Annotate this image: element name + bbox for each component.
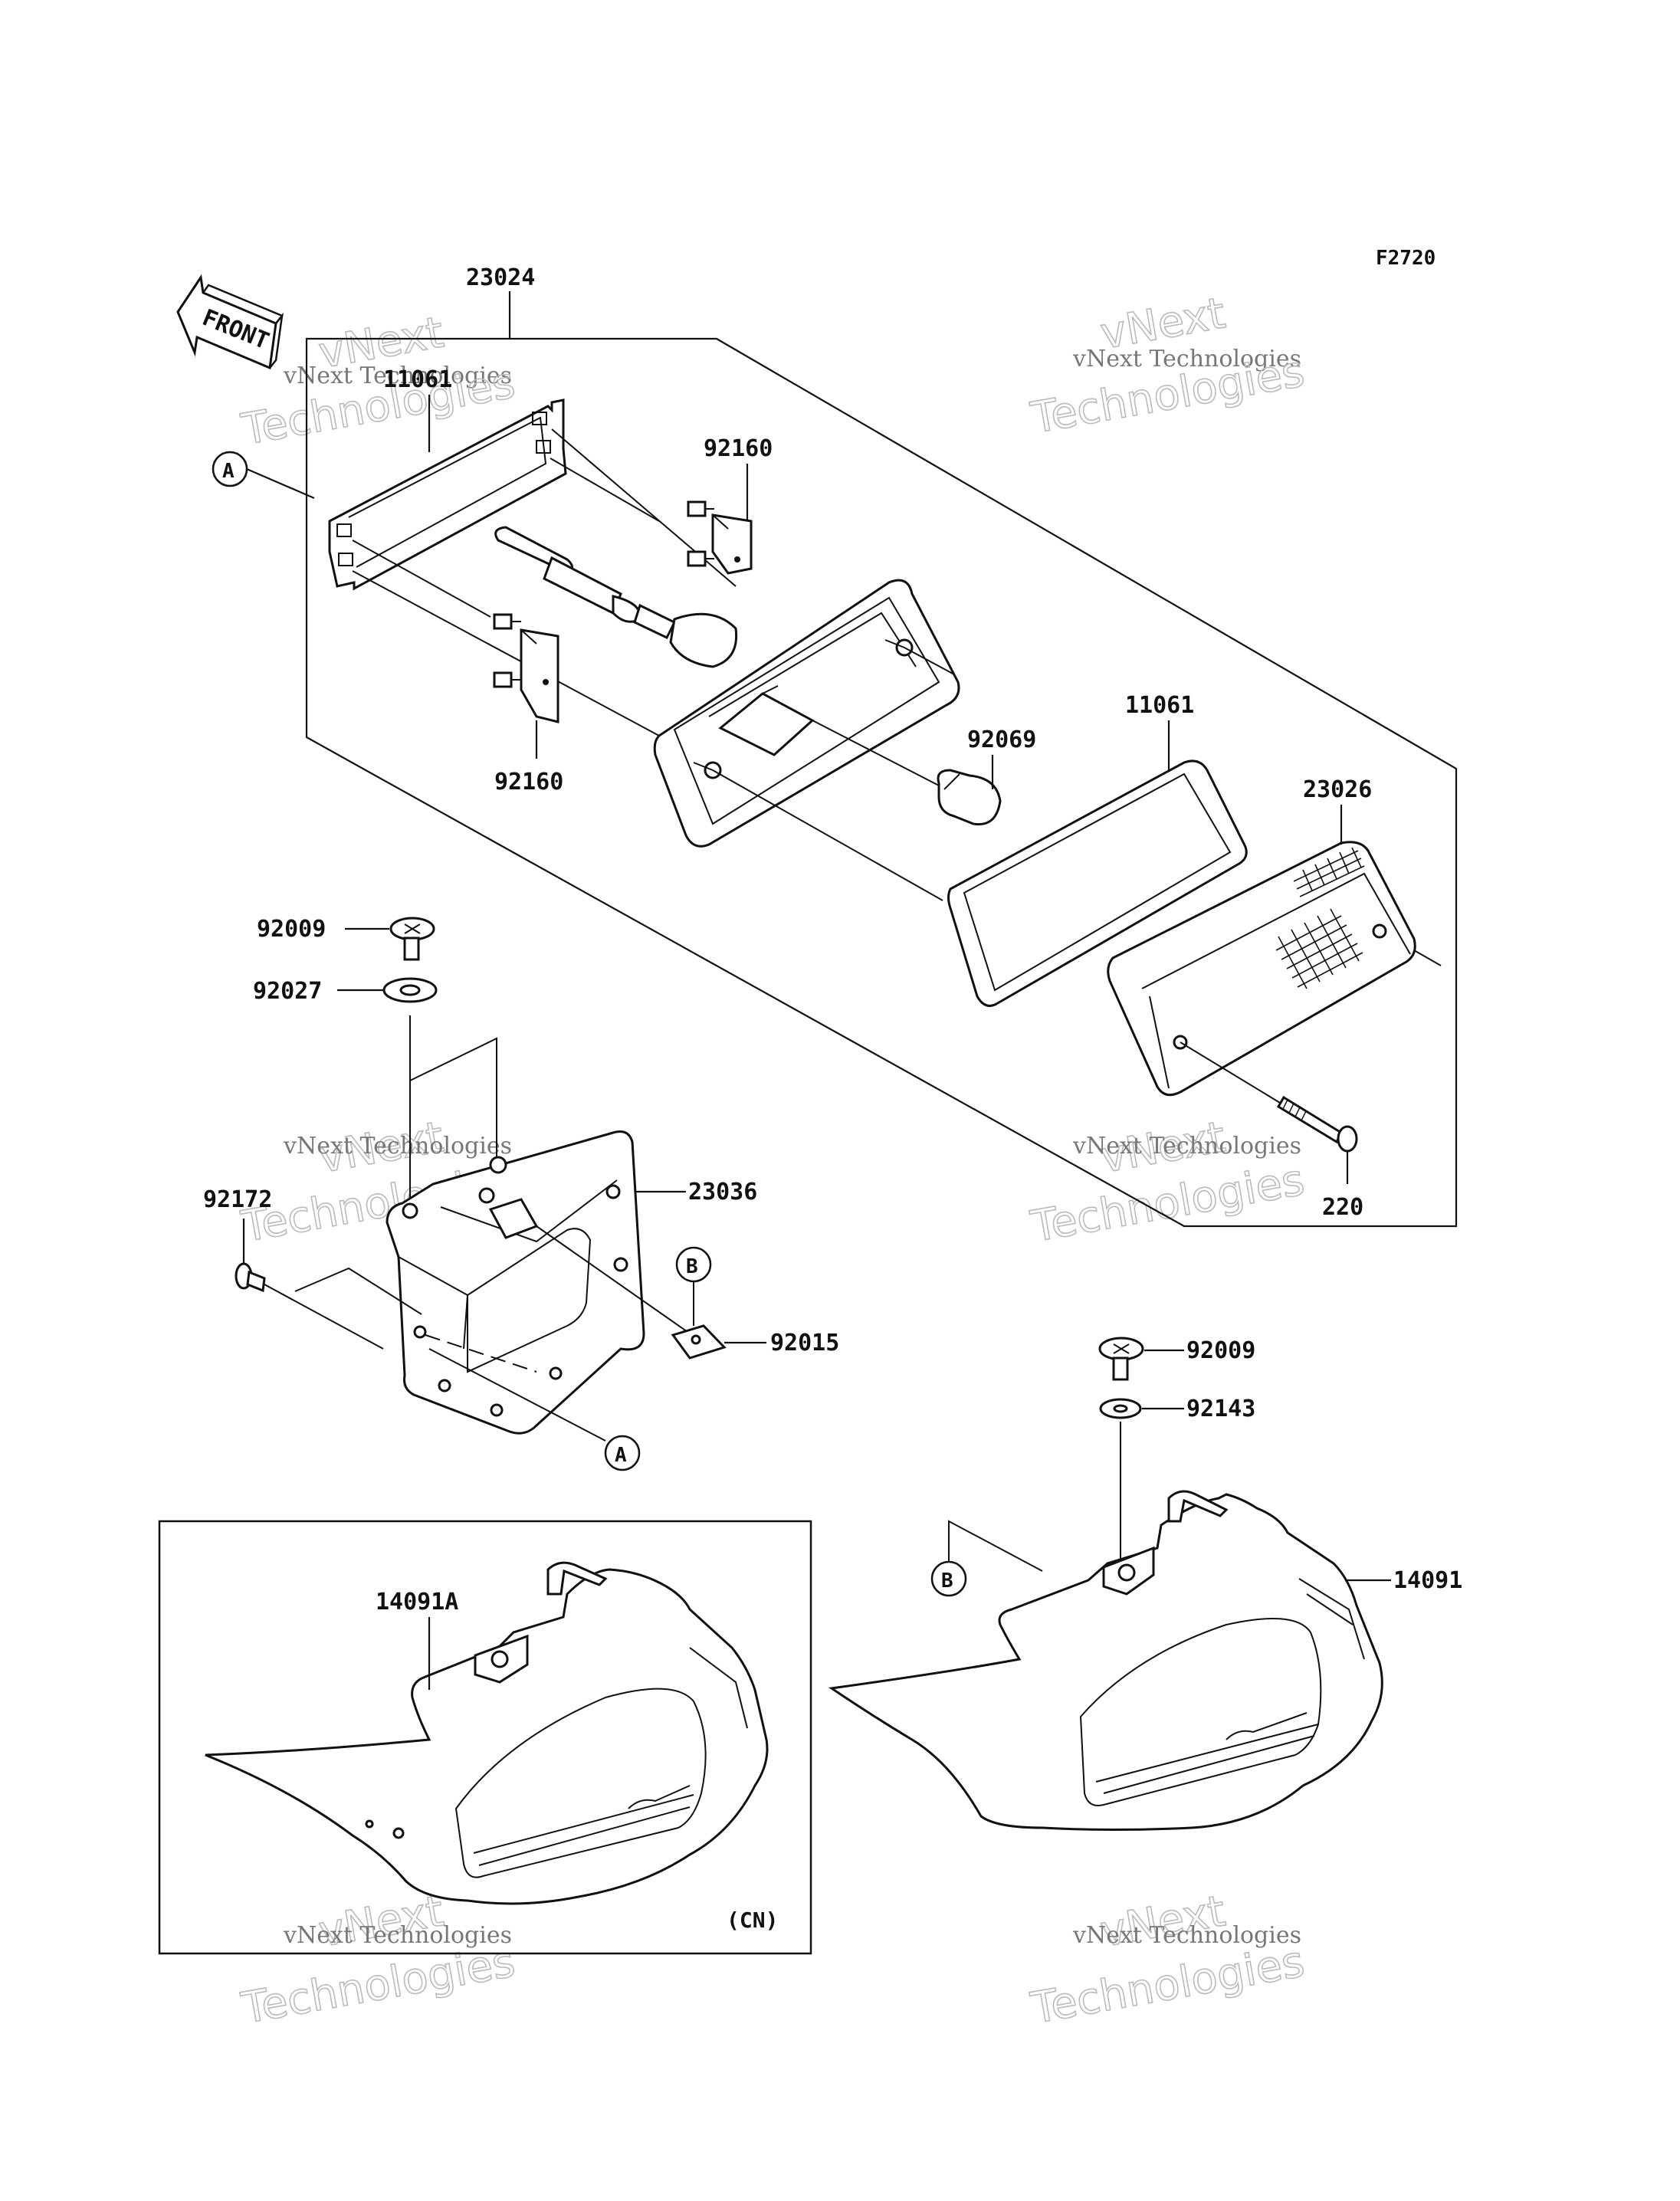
- washer-92143: [1099, 1398, 1184, 1419]
- license-bracket: [328, 395, 567, 591]
- part-label-11061-top: 11061: [383, 366, 452, 393]
- watermark-company: vNext Technologies: [283, 1922, 512, 1949]
- part-label-92027: 92027: [253, 978, 322, 1005]
- part-label-92143: 92143: [1186, 1396, 1255, 1422]
- clip-92160-top: [687, 464, 753, 575]
- watermark-company: vNext Technologies: [1072, 1133, 1301, 1160]
- screw-92172: [235, 1219, 422, 1350]
- callout-a-lower-label: A: [615, 1444, 627, 1467]
- part-label-23024: 23024: [466, 264, 535, 291]
- diagram-code: F2720: [1376, 247, 1436, 270]
- part-label-92172: 92172: [203, 1186, 272, 1213]
- cover-14091A: [205, 1561, 769, 1905]
- watermark-word: Technologies: [1027, 1937, 1308, 2034]
- watermark-company: vNext Technologies: [1072, 346, 1301, 372]
- part-label-92160-top: 92160: [704, 435, 773, 462]
- watermark-bottom-right: vNext vNext Technologies Technologies: [1026, 1886, 1308, 2035]
- gasket-11061: [947, 720, 1248, 1007]
- bulb-92069: [937, 755, 1002, 826]
- assembly-outline: [305, 337, 1458, 1228]
- front-arrow-icon: FRONT: [176, 274, 284, 370]
- watermark-bottom-left: vNext vNext Technologies Technologies: [237, 1886, 519, 2035]
- part-label-220: 220: [1322, 1194, 1363, 1221]
- callout-a-lower: [604, 1435, 641, 1471]
- region-note: (CN): [727, 1907, 778, 1933]
- callout-a-upper: [212, 451, 248, 487]
- lens-23026: [1107, 805, 1442, 1097]
- part-label-14091: 14091: [1393, 1567, 1462, 1594]
- watermark-company: vNext Technologies: [283, 1133, 512, 1160]
- part-label-23026: 23026: [1303, 776, 1372, 803]
- part-label-11061: 11061: [1125, 692, 1194, 719]
- part-label-92015: 92015: [770, 1330, 839, 1356]
- watermark-word: Technologies: [238, 1937, 519, 2034]
- part-label-23036: 23036: [688, 1179, 757, 1205]
- cn-variant-box: [158, 1520, 812, 1955]
- part-label-92069: 92069: [967, 727, 1036, 753]
- bracket-23036: [386, 1130, 686, 1435]
- screw-92009-right: [1098, 1337, 1184, 1381]
- callout-b-lower-label: B: [941, 1570, 953, 1593]
- part-label-92160-bottom: 92160: [494, 769, 563, 795]
- callout-b-upper-label: B: [686, 1255, 698, 1278]
- watermark-top-right: vNext vNext Technologies Technologies: [1026, 288, 1308, 444]
- bulb-harness: [494, 526, 738, 668]
- cover-14091: [828, 1490, 1391, 1831]
- screw-92009-left: [345, 917, 435, 961]
- watermark-company: vNext Technologies: [283, 362, 512, 389]
- callout-a-upper-label: A: [222, 460, 235, 483]
- part-label-92009-left: 92009: [257, 916, 326, 943]
- washer-92027: [337, 977, 438, 1003]
- nut-92015: [671, 1324, 766, 1360]
- part-label-92009-right: 92009: [1186, 1337, 1255, 1364]
- watermark-company: vNext Technologies: [1072, 1922, 1301, 1949]
- bolt-220: [1276, 1095, 1358, 1184]
- watermark-mid-right: vNext vNext Technologies Technologies: [1026, 1112, 1308, 1253]
- part-label-14091A: 14091A: [376, 1589, 458, 1615]
- clip-92160-bottom: [493, 613, 559, 759]
